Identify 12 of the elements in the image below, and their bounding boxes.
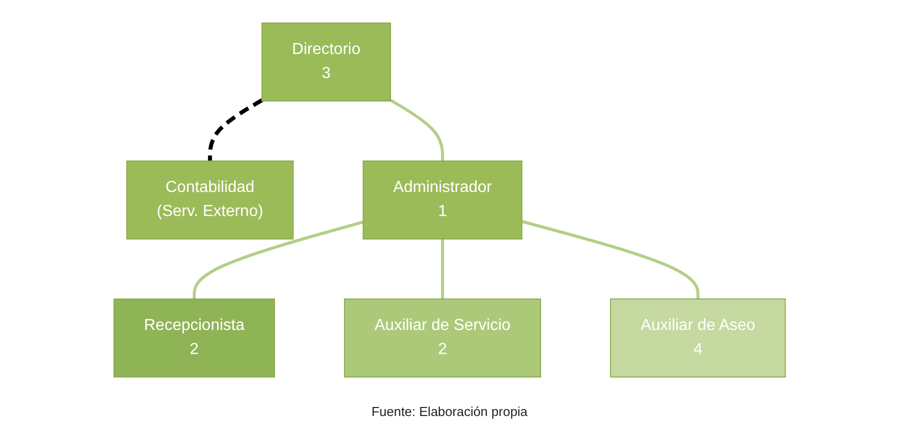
node-box: Directorio 3 [261,22,391,102]
node-box: Auxiliar de Servicio 2 [344,298,541,378]
source-caption: Fuente: Elaboración propia [371,403,528,421]
connector [521,220,700,299]
node-box: Auxiliar de Aseo 4 [610,298,786,378]
connector [192,220,364,299]
connector [440,239,444,299]
node-box: Recepcionista 2 [113,298,275,378]
connector [390,98,444,161]
connector [208,98,263,161]
node-box: Administrador 1 [362,160,522,240]
node-box: Contabilidad (Serv. Externo) [126,160,294,240]
